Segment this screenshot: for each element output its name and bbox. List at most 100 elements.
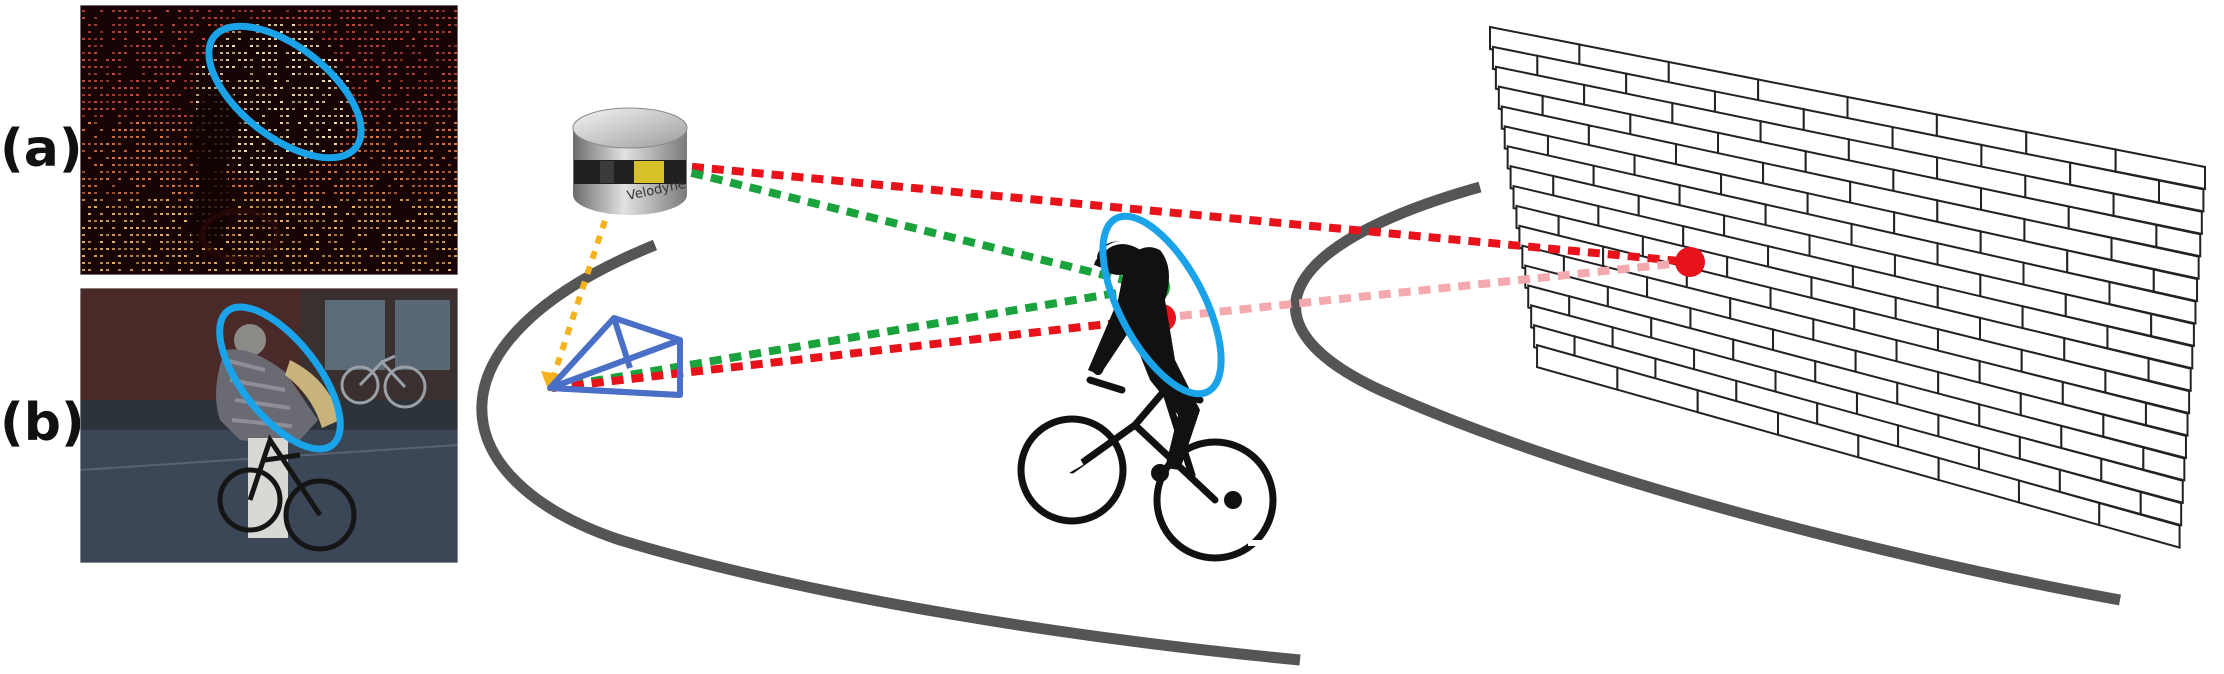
depth-point	[268, 38, 271, 40]
depth-point	[292, 227, 295, 229]
depth-point	[286, 234, 289, 236]
depth-point	[124, 10, 127, 12]
depth-point	[424, 157, 427, 159]
depth-point	[352, 122, 355, 124]
depth-point	[376, 38, 379, 40]
wall-point-red	[1675, 247, 1705, 277]
depth-point	[274, 157, 277, 159]
depth-point	[178, 255, 181, 257]
depth-point	[376, 80, 379, 82]
depth-point	[286, 10, 289, 12]
depth-point	[298, 17, 301, 19]
depth-point	[430, 234, 433, 236]
depth-point	[286, 164, 289, 166]
depth-point	[304, 157, 307, 159]
depth-point	[280, 122, 283, 124]
depth-point	[316, 17, 319, 19]
depth-point	[232, 157, 235, 159]
depth-point	[304, 59, 307, 61]
depth-point	[136, 80, 139, 82]
depth-point	[286, 66, 289, 68]
depth-point	[334, 136, 337, 138]
depth-point	[208, 73, 211, 75]
depth-point	[376, 129, 379, 131]
depth-point	[286, 31, 289, 33]
depth-point	[178, 52, 181, 54]
depth-point	[400, 185, 403, 187]
depth-point	[424, 45, 427, 47]
depth-point	[136, 10, 139, 12]
depth-point	[442, 136, 445, 138]
depth-point	[448, 66, 451, 68]
depth-point	[430, 87, 433, 89]
depth-point	[166, 10, 169, 12]
depth-point	[394, 66, 397, 68]
depth-point	[232, 241, 235, 243]
depth-point	[250, 220, 253, 222]
depth-point	[346, 66, 349, 68]
depth-point	[274, 220, 277, 222]
depth-point	[166, 164, 169, 166]
depth-point	[106, 101, 109, 103]
depth-point	[322, 115, 325, 117]
depth-point	[394, 234, 397, 236]
depth-point	[262, 66, 265, 68]
depth-point	[322, 206, 325, 208]
depth-point	[262, 164, 265, 166]
depth-point	[292, 38, 295, 40]
depth-point	[340, 234, 343, 236]
depth-point	[424, 115, 427, 117]
depth-point	[436, 38, 439, 40]
depth-point	[94, 206, 97, 208]
depth-point	[154, 213, 157, 215]
depth-point	[262, 115, 265, 117]
depth-point	[82, 255, 85, 257]
depth-point	[424, 185, 427, 187]
depth-point	[274, 262, 277, 264]
depth-point	[364, 115, 367, 117]
depth-point	[406, 122, 409, 124]
depth-point	[166, 59, 169, 61]
depth-point	[130, 129, 133, 131]
depth-point	[298, 122, 301, 124]
depth-point	[154, 171, 157, 173]
depth-point	[304, 269, 307, 271]
depth-point	[340, 38, 343, 40]
depth-point	[352, 241, 355, 243]
depth-point	[184, 262, 187, 264]
depth-point	[202, 45, 205, 47]
depth-point	[418, 108, 421, 110]
depth-point	[178, 241, 181, 243]
depth-point	[172, 31, 175, 33]
depth-point	[250, 66, 253, 68]
depth-point	[172, 73, 175, 75]
depth-point	[268, 108, 271, 110]
depth-point	[184, 38, 187, 40]
depth-point	[166, 129, 169, 131]
depth-point	[172, 185, 175, 187]
depth-point	[190, 101, 193, 103]
depth-point	[118, 178, 121, 180]
depth-point	[250, 206, 253, 208]
depth-point	[322, 31, 325, 33]
depth-point	[310, 213, 313, 215]
depth-point	[286, 80, 289, 82]
depth-point	[430, 220, 433, 222]
depth-point	[142, 220, 145, 222]
depth-point	[100, 66, 103, 68]
depth-point	[286, 220, 289, 222]
depth-point	[262, 101, 265, 103]
depth-point	[322, 10, 325, 12]
depth-point	[130, 199, 133, 201]
depth-point	[424, 220, 427, 222]
depth-point	[418, 129, 421, 131]
depth-point	[370, 52, 373, 54]
brick	[2110, 236, 2200, 280]
depth-point	[178, 66, 181, 68]
depth-point	[280, 115, 283, 117]
depth-point	[412, 192, 415, 194]
depth-point	[112, 10, 115, 12]
depth-point	[100, 199, 103, 201]
depth-point	[82, 241, 85, 243]
depth-point	[244, 241, 247, 243]
